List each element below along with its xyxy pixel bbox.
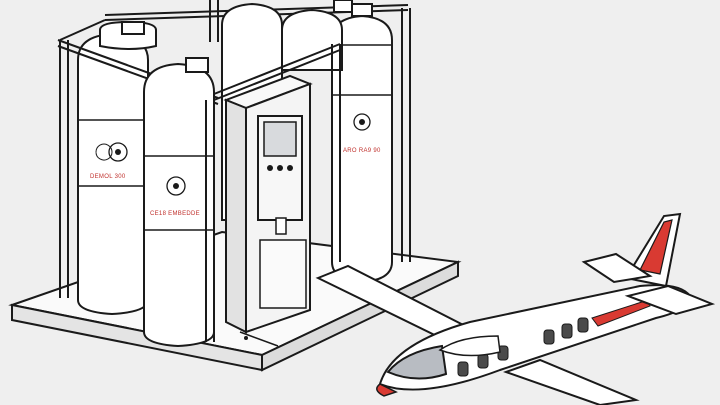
airplane	[315, 212, 716, 405]
airplane-window	[561, 323, 573, 339]
airplane-nose	[376, 383, 398, 397]
airplane-window	[457, 361, 469, 377]
fuel-dispenser	[223, 74, 313, 334]
tank-back-left: DEMOL 300	[77, 20, 157, 316]
front-frame	[205, 43, 341, 342]
airplane-stabilizer-right	[624, 284, 716, 316]
tank-logo-icon	[166, 176, 186, 196]
nozzle-holder	[275, 217, 287, 235]
ground-connector-icon	[244, 336, 248, 340]
airplane-stabilizer-left	[581, 252, 653, 284]
tank-label-back-left: DEMOL 300	[90, 174, 126, 180]
tank-back-right: ARO RA9 90	[331, 3, 393, 284]
airplane-window	[577, 317, 589, 333]
airplane-cockpit-window	[386, 344, 448, 380]
airplane-window	[477, 353, 489, 369]
dispenser-button-icon	[267, 165, 273, 171]
dispenser-screen	[263, 121, 297, 157]
dispenser-button-icon	[277, 165, 283, 171]
tank-logo-icon	[353, 113, 371, 131]
dispenser-button-icon	[287, 165, 293, 171]
airplane-right-wing	[502, 358, 640, 405]
tank-label-back-right: ARO RA9 90	[343, 148, 381, 154]
airplane-window	[543, 329, 555, 345]
tank-front-left: CE18 EMBEDDE	[143, 57, 215, 348]
tank-label-front-left: CE18 EMBEDDE	[150, 211, 200, 217]
tank-logo-icon	[108, 142, 128, 162]
